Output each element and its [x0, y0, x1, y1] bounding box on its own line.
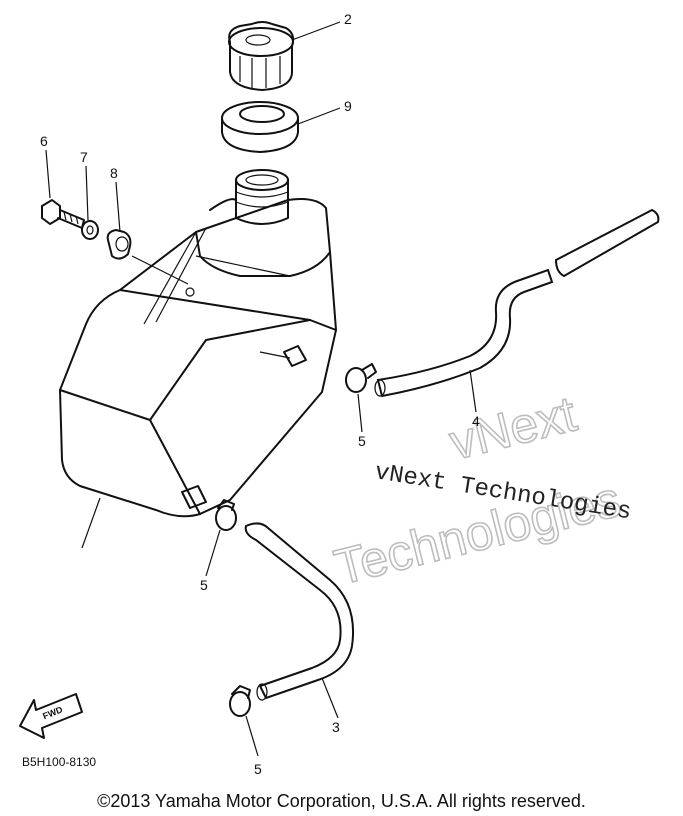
callout-3: 3: [332, 719, 340, 735]
callout-5-middle: 5: [200, 577, 208, 593]
hose-lower: [244, 522, 354, 701]
hose-clamp-middle: [215, 499, 237, 531]
grommet: [106, 229, 132, 260]
hose-clamp-upper: [345, 363, 377, 393]
bolt: [41, 199, 85, 229]
callout-5-lower: 5: [254, 761, 262, 777]
callout-4: 4: [472, 413, 480, 429]
washer: [81, 220, 99, 240]
cap-gasket: [221, 101, 299, 153]
callout-6: 6: [40, 133, 48, 149]
hose-upper: [374, 208, 660, 398]
callout-7: 7: [80, 149, 88, 165]
callout-labels: 2 9 6 7 8 4 5 5 3 5: [40, 11, 480, 777]
callout-9: 9: [344, 98, 352, 114]
callout-5-upper: 5: [358, 433, 366, 449]
callout-8: 8: [110, 165, 118, 181]
copyright-notice: ©2013 Yamaha Motor Corporation, U.S.A. A…: [97, 791, 586, 811]
callout-2: 2: [344, 11, 352, 27]
diagram-code: B5H100-8130: [22, 755, 96, 769]
fuel-cap: [228, 21, 295, 91]
hose-clamp-lower: [229, 685, 251, 717]
watermark-outline-line1: vNext: [444, 385, 582, 470]
fuel-tank: [59, 169, 337, 549]
fwd-arrow-icon: FWD: [19, 693, 83, 739]
leader-lines: [45, 21, 477, 757]
